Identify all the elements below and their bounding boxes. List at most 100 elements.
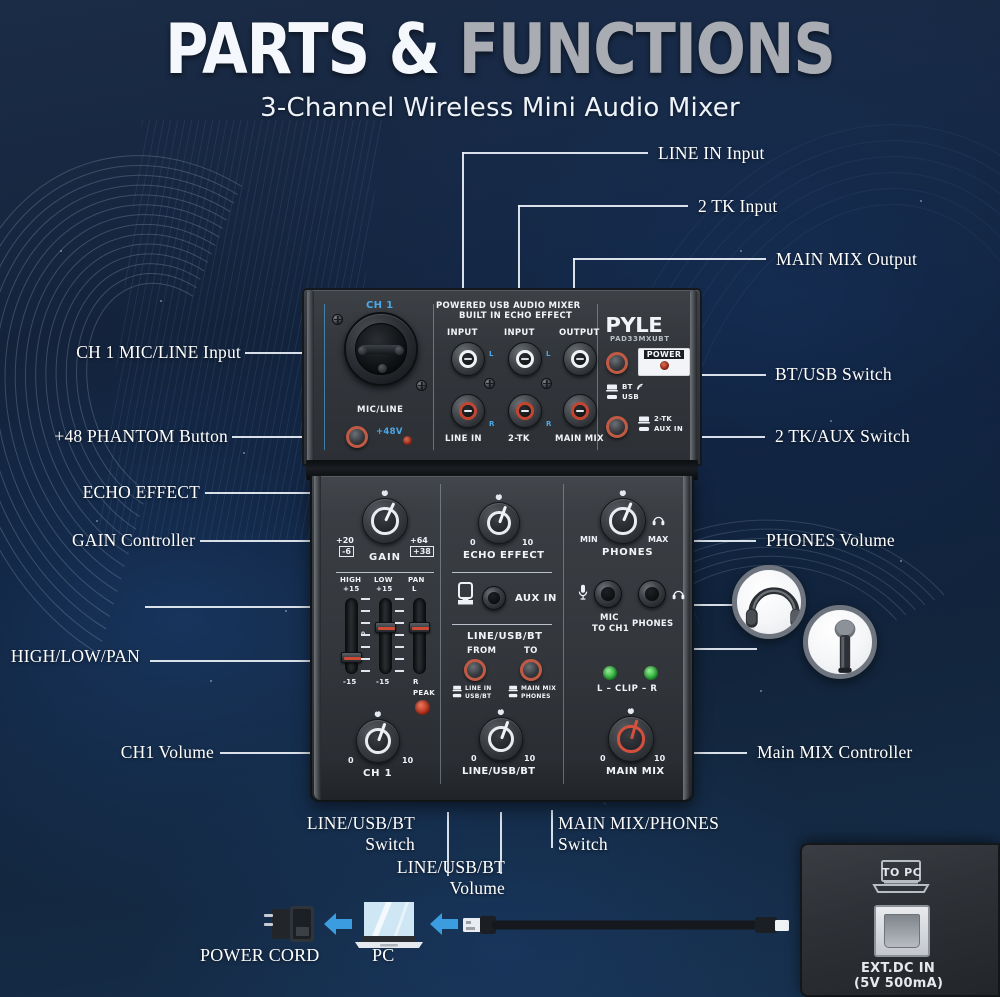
arrow-left-1-icon <box>324 913 352 935</box>
channel-strip-divider <box>336 572 434 573</box>
ch1-volume-ticks <box>351 711 405 768</box>
echo-effect-knob[interactable] <box>478 494 520 544</box>
to-switch-button[interactable] <box>520 659 542 681</box>
bt-usb-switch-button[interactable] <box>606 352 628 374</box>
rca-2tk-top-label: INPUT <box>504 328 535 338</box>
callout-main-mix-output: MAIN MIX Output <box>776 249 918 269</box>
headphones-small-icon <box>652 516 665 526</box>
fader-high-label: HIGH <box>340 576 362 584</box>
gain-knob-ticks <box>357 490 413 549</box>
audio-mixer-device: CH 1 POWERED USB AUDIO MIXER BUILT IN EC… <box>302 288 702 808</box>
rca-line-in-l[interactable] <box>451 342 485 376</box>
to-pc-label: TO PC <box>882 866 922 879</box>
fader-low-slot[interactable] <box>379 598 392 674</box>
rca-line-in-l-label: L <box>489 350 494 358</box>
phantom-48v-button[interactable] <box>346 426 368 448</box>
leader-ch1-volume <box>220 752 370 754</box>
tk-aux-switch-button[interactable] <box>606 416 628 438</box>
from-switch-button[interactable] <box>464 659 486 681</box>
phones-scale-max: MAX <box>648 535 669 544</box>
phantom-led <box>403 436 412 445</box>
clip-led-left <box>603 666 617 680</box>
rca-main-mix-bottom-label: MAIN MIX <box>555 434 604 444</box>
xlr-screw-top <box>332 314 343 325</box>
callout-2tk-input: 2 TK Input <box>698 196 778 216</box>
fader-pan-slot[interactable] <box>413 598 426 674</box>
title-part-1: PARTS & <box>165 8 440 90</box>
power-badge: POWER <box>638 348 690 376</box>
line-usb-bt-volume-knob[interactable] <box>479 709 523 761</box>
power-led <box>659 361 669 370</box>
mixer-top-title-line2: BUILT IN ECHO EFFECT <box>459 311 573 321</box>
callout-high-low-pan: HIGH/LOW/PAN <box>10 646 140 666</box>
channel-1-label: CH 1 <box>366 300 394 311</box>
rca-2tk-r[interactable] <box>508 394 542 428</box>
from-usb-bt-icon <box>452 693 462 698</box>
rca-main-mix-r[interactable] <box>563 394 597 428</box>
fader-pan-cap[interactable] <box>409 622 430 633</box>
mixer-rear-panel: CH 1 POWERED USB AUDIO MIXER BUILT IN EC… <box>302 288 702 466</box>
fader-low-label: LOW <box>374 576 393 584</box>
mic-small-icon <box>578 584 588 600</box>
mixer-model-number: PAD33MXUBT <box>610 335 670 343</box>
main-mix-scale-min: 0 <box>600 754 606 763</box>
gain-scale-right-top: +64 <box>410 536 428 545</box>
fader-low-top-value: +15 <box>376 585 393 593</box>
phones-scale-min: MIN <box>580 535 598 544</box>
leader-main-mix-out-h <box>573 258 766 260</box>
to-label: TO <box>524 646 538 656</box>
aux-in-icon <box>639 427 649 431</box>
gain-scale-left-top: +20 <box>336 536 354 545</box>
fader-low-cap[interactable] <box>375 622 396 633</box>
fader-center-mark-left: 0 <box>361 631 366 638</box>
microphone-icon <box>834 619 856 673</box>
peak-label: PEAK <box>413 689 435 697</box>
rca-screw-1 <box>484 378 495 389</box>
rca-2tk-l[interactable] <box>508 342 542 376</box>
to-pc-laptop-icon <box>872 860 930 893</box>
callout-2tk-aux-switch: 2 TK/AUX Switch <box>775 426 910 446</box>
tk-switch-label: 2-TK <box>654 415 673 423</box>
mixer-top-title-line1: POWERED USB AUDIO MIXER <box>436 301 581 311</box>
ch1-volume-knob[interactable] <box>356 711 400 763</box>
page-header: PARTS & FUNCTIONS 3-Channel Wireless Min… <box>0 0 1000 123</box>
pc-label: PC <box>372 945 395 965</box>
headphones-icon <box>745 587 801 634</box>
callout-line-in-input: LINE IN Input <box>658 143 765 163</box>
microphone-badge <box>803 605 877 679</box>
plug-icon <box>458 582 473 605</box>
to-option-2: PHONES <box>521 693 551 700</box>
pyle-brand-logo: PYLE <box>605 313 663 337</box>
power-cord-label: POWER CORD <box>200 945 320 965</box>
rear-divider-1 <box>324 304 325 450</box>
headphones-badge <box>732 565 806 639</box>
mic-to-ch1-jack[interactable] <box>594 580 622 608</box>
rca-main-mix-l[interactable] <box>563 342 597 376</box>
ch1-scale-min: 0 <box>348 756 354 765</box>
rca-line-in-r[interactable] <box>451 394 485 428</box>
main-mix-knob[interactable] <box>608 708 654 762</box>
callout-line-usb-bt-switch: LINE/USB/BT Switch <box>255 813 415 856</box>
gain-knob[interactable] <box>362 490 408 544</box>
leader-line-in <box>462 152 464 307</box>
usb-icon <box>607 395 617 399</box>
callout-line-usb-bt-volume: LINE/USB/BT Volume <box>345 857 505 900</box>
peak-led <box>415 700 430 715</box>
usb-b-port[interactable] <box>874 905 930 957</box>
aux-in-jack[interactable] <box>482 586 506 610</box>
ext-dc-in-label-line1: EXT.DC IN <box>861 961 936 976</box>
phones-jack[interactable] <box>638 580 666 608</box>
leader-phantom <box>232 436 342 438</box>
rca-main-mix-top-label: OUTPUT <box>559 328 600 338</box>
bt-icon <box>606 384 618 392</box>
echo-scale-min: 0 <box>470 538 476 547</box>
callout-main-mix-phones-switch: MAIN MIX/PHONES Switch <box>558 813 758 856</box>
fader-high-cap[interactable] <box>341 652 362 663</box>
mixer-front-panel: +20 -6 +64 +38 GAIN HIGH +15 -15 0 LOW +… <box>310 474 694 802</box>
ext-dc-in-label-line2: (5V 500mA) <box>854 976 944 991</box>
ch1-xlr-combo-jack[interactable] <box>344 312 418 386</box>
callout-ch1-volume: CH1 Volume <box>120 742 214 762</box>
to-main-mix-icon <box>508 685 518 692</box>
callout-echo-effect: ECHO EFFECT <box>82 482 200 502</box>
phones-volume-knob[interactable] <box>600 490 646 544</box>
